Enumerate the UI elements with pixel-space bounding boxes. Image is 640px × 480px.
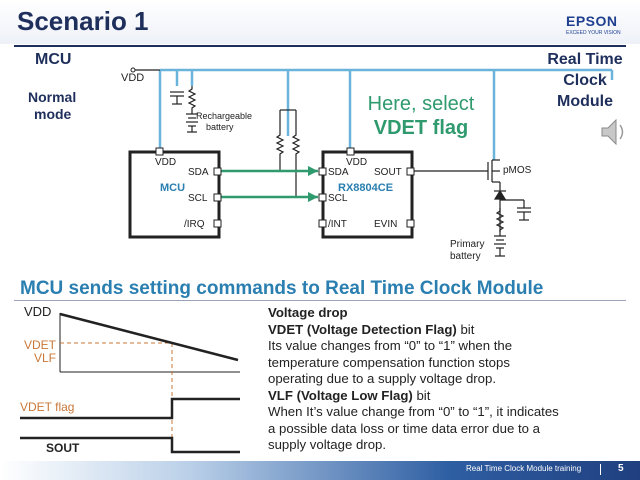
vdd-axis-label: VDD xyxy=(24,304,52,319)
speaker-icon[interactable] xyxy=(601,118,624,146)
vdet-flag-label: VDET flag xyxy=(20,400,75,414)
mcu-heading: MCU xyxy=(35,51,72,68)
mcu-scl-pin: SCL xyxy=(188,193,208,204)
footer-training-label: Real Time Clock Module training xyxy=(466,464,582,473)
rtc-sda-pin: SDA xyxy=(328,167,349,178)
vlf-heading: VLF (Voltage Low Flag) xyxy=(268,387,413,403)
vlf-bit-word: bit xyxy=(412,387,431,403)
vlf-text-line2: a possible data loss or time data error … xyxy=(268,420,540,436)
rtc-scl-pin: SCL xyxy=(328,193,348,204)
vdet-heading-line: VDET (Voltage Detection Flag) bit xyxy=(268,322,628,339)
section-heading: MCU sends setting commands to Real Time … xyxy=(20,278,544,299)
rtc-chip-name: RX8804CE xyxy=(338,182,394,194)
rechargeable-label-line1: Rechargeable xyxy=(196,111,253,121)
rtc-heading-line2: Clock xyxy=(563,72,607,89)
mcu-vdd-pin: VDD xyxy=(155,157,177,168)
circuit-diagram xyxy=(128,67,624,257)
footer-bar xyxy=(0,461,640,480)
mode-label-line1: Normal xyxy=(28,89,77,105)
slide-title: Scenario 1 xyxy=(17,6,149,36)
vlf-threshold-label: VLF xyxy=(34,351,57,365)
footer-separator xyxy=(600,464,601,475)
select-hint-line2: VDET flag xyxy=(373,117,469,139)
rtc-vdd-pin: VDD xyxy=(346,157,368,168)
primary-battery-line2: battery xyxy=(450,251,481,262)
vdet-threshold-label: VDET xyxy=(24,338,57,352)
vlf-heading-line: VLF (Voltage Low Flag) bit xyxy=(268,388,628,405)
primary-battery-line1: Primary xyxy=(450,239,485,250)
vlf-text-line3: supply voltage drop. xyxy=(268,437,387,452)
section-rule xyxy=(14,300,626,301)
epson-logo: EPSON xyxy=(566,13,618,29)
mcu-sda-pin: SDA xyxy=(188,167,209,178)
pmos-label: pMOS xyxy=(503,165,532,176)
mode-label-line2: mode xyxy=(34,106,72,122)
vlf-text-line1: When It’s value change from “0” to “1”, … xyxy=(268,404,559,419)
rtc-heading-line1: Real Time xyxy=(547,51,623,68)
vdd-supply-label: VDD xyxy=(121,72,145,84)
vdet-text-line1: Its value changes from “0” to “1” when t… xyxy=(268,338,513,353)
mcu-irq-pin: /IRQ xyxy=(184,219,205,230)
vdet-bit-word: bit xyxy=(456,321,475,337)
select-hint-line1: Here, select xyxy=(367,93,475,115)
mcu-chip-name: MCU xyxy=(160,182,186,194)
page-number: 5 xyxy=(618,463,624,474)
epson-tagline: EXCEED YOUR VISION xyxy=(566,30,621,36)
rtc-int-pin: /INT xyxy=(328,219,347,230)
rtc-evin-pin: EVIN xyxy=(374,219,398,230)
vdet-text-line2: temperature compensation function stops xyxy=(268,354,510,370)
waveform-panel xyxy=(20,312,240,454)
vdet-text-line3: operating due to a supply voltage drop. xyxy=(268,371,497,386)
vdet-heading: VDET (Voltage Detection Flag) xyxy=(268,321,457,337)
rtc-sout-pin: SOUT xyxy=(374,167,402,178)
sout-signal-label: SOUT xyxy=(46,441,80,455)
voltage-drop-heading: Voltage drop xyxy=(268,305,348,320)
title-rule xyxy=(14,45,626,47)
description-block: Voltage drop VDET (Voltage Detection Fla… xyxy=(268,305,628,454)
title-bar xyxy=(0,0,640,44)
rtc-heading-line3: Module xyxy=(557,93,613,110)
rechargeable-label-line2: battery xyxy=(206,122,234,132)
